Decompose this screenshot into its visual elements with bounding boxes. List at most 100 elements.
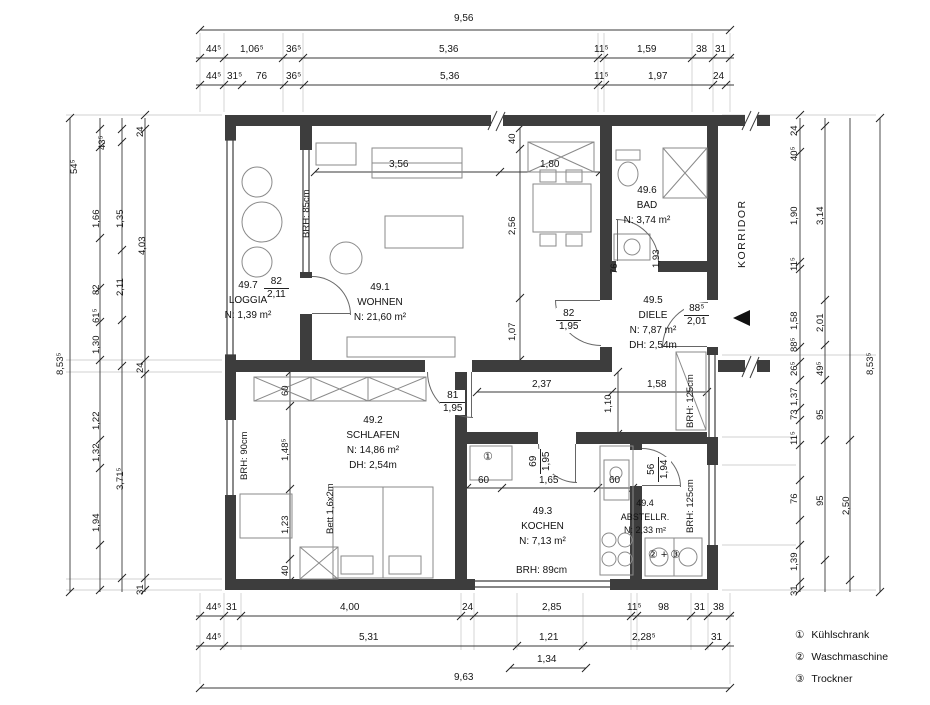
dim-kochen-b: 1,65 [539, 475, 559, 486]
dim-right-2: 1,90 [789, 206, 800, 226]
room-area: N: 21,60 m² [353, 312, 407, 323]
door-height: 1,95 [443, 403, 463, 414]
door-size-abstell: 56 1,94 [646, 456, 671, 482]
dim-right-9: 49⁵ [815, 361, 826, 376]
annotation-brh85: BRH: 85cm [301, 189, 312, 238]
door-width: 88⁵ [684, 303, 710, 316]
dim-right-10: 1,37 [789, 387, 800, 407]
dim-bad-door: 76 [609, 263, 620, 274]
dim-kochen-c: 60 [609, 475, 621, 486]
room-number: 49.2 [363, 415, 383, 426]
dim-bot1-3: 24 [462, 602, 474, 613]
legend-symbol: ③ [795, 673, 805, 685]
dim-bot1-1: 31 [226, 602, 238, 613]
room-ceiling: DH: 2,54m [349, 460, 397, 471]
dim-wohnen-width: 3,56 [389, 159, 409, 170]
dim-left-2: 54⁵ [69, 159, 80, 174]
dim-top3-6: 1,97 [648, 71, 668, 82]
room-number: 49.6 [637, 185, 657, 196]
dim-right-4: 11⁵ [789, 257, 800, 271]
dim-right-7: 88⁵ [789, 337, 800, 352]
legend-label: Kühlschrank [811, 629, 870, 641]
door-width: 82 [264, 276, 289, 289]
dim-top-overall: 9,56 [454, 13, 474, 24]
kochen-fixtures [469, 445, 634, 576]
dim-right-6: 2,01 [815, 313, 826, 333]
room-name: KOCHEN [521, 521, 564, 532]
entrance-arrow [733, 310, 750, 326]
legend-label: Trockner [811, 673, 853, 685]
door-height: 1,95 [541, 451, 552, 471]
room-number: 49.7 [238, 280, 258, 291]
abstell-door-leaf [642, 485, 680, 486]
room-label-schlafen: 49.2 SCHLAFEN N: 14,86 m² DH: 2,54m [318, 413, 428, 473]
room-area: N: 7,13 m² [519, 536, 566, 547]
dim-top3-1: 31⁵ [227, 71, 243, 82]
dim-bot2-4: 31 [711, 632, 723, 643]
dim-top2-3: 5,36 [439, 44, 459, 55]
dim-top2-2: 36⁵ [286, 44, 302, 55]
dim-top3-5: 11⁵ [594, 71, 609, 82]
dim-right-16: 2,50 [841, 496, 852, 516]
dim-top2-4: 11⁵ [594, 44, 609, 55]
dim-wohnen-height: 2,56 [507, 216, 518, 236]
room-label-wohnen: 49.1 WOHNEN N: 21,60 m² [330, 280, 430, 325]
dim-wohnen-lower: 1,07 [507, 322, 518, 342]
schlafen-door-leaf [471, 372, 472, 417]
door-size-schlafen: 81 1,95 [440, 390, 466, 415]
dim-top3-3: 36⁵ [286, 71, 302, 82]
dim-schlafen-c: 40 [280, 565, 291, 576]
door-height: 2,11 [267, 289, 286, 300]
windows [225, 139, 716, 588]
door-size-loggia: 82 2,11 [264, 276, 289, 301]
dim-right-1: 40⁵ [789, 146, 800, 161]
door-width: 69 [528, 448, 541, 474]
room-area: N: 3,74 m² [623, 215, 671, 226]
room-name: LOGGIA [228, 295, 268, 306]
dim-bot1-5: 11⁵ [627, 602, 642, 613]
loggia-furniture [241, 166, 283, 278]
dim-pier: 40 [507, 133, 518, 144]
room-label-diele: 49.5 DIELE N: 7,87 m² DH: 2,54m [612, 293, 694, 353]
room-name: WOHNEN [357, 297, 403, 308]
room-name: DIELE [638, 310, 668, 321]
dim-left-3: 1,66 [91, 209, 102, 229]
dim-bot2-3: 2,28⁵ [632, 632, 656, 643]
schlafen-furniture [239, 376, 434, 580]
dim-right-11: 73 [789, 409, 800, 420]
dim-corridor-depth: 1,10 [603, 394, 614, 414]
dim-bot2-1: 5,31 [359, 632, 379, 643]
room-name: BAD [636, 200, 658, 211]
room-number: 49.5 [643, 295, 663, 306]
dim-right-17: 1,39 [789, 552, 800, 572]
room-name: SCHLAFEN [346, 430, 400, 441]
room-label-bad: 49.6 BAD N: 3,74 m² [608, 183, 686, 228]
dim-bot1-2: 4,00 [340, 602, 360, 613]
dim-right-0: 24 [789, 125, 800, 136]
dim-schlafen-a: 1,48⁵ [280, 438, 291, 461]
annotation-bett: Bett 1,6x2m [325, 483, 336, 534]
annotation-brh89: BRH: 89cm [516, 565, 568, 576]
dim-right-8: 26⁵ [789, 361, 800, 376]
dim-right-5: 1,58 [789, 311, 800, 331]
wohnen-furniture [315, 141, 595, 358]
dim-left-6: 82 [91, 284, 102, 295]
dim-bot1-7: 31 [694, 602, 706, 613]
door-width: 56 [646, 456, 659, 482]
dim-diele-bottom: 1,58 [647, 379, 667, 390]
room-ceiling: DH: 2,54m [629, 340, 677, 351]
dim-right-15: 95 [815, 495, 826, 506]
door-height: 1,95 [559, 321, 579, 332]
door-width: 81 [440, 390, 466, 403]
dim-left-15: 31 [135, 584, 146, 595]
legend-label: Waschmaschine [811, 651, 889, 663]
washer-dryer-mark: ② + ③ [648, 549, 681, 561]
dim-bot-window: 1,34 [537, 654, 557, 665]
diele-closet [675, 351, 707, 431]
legend: ① Kühlschrank ② Waschmaschine ③ Trockner [795, 624, 888, 690]
dim-top3-2: 76 [256, 71, 268, 82]
dim-left-1: 43⁵ [97, 135, 108, 150]
dim-right-12: 95 [815, 409, 826, 420]
